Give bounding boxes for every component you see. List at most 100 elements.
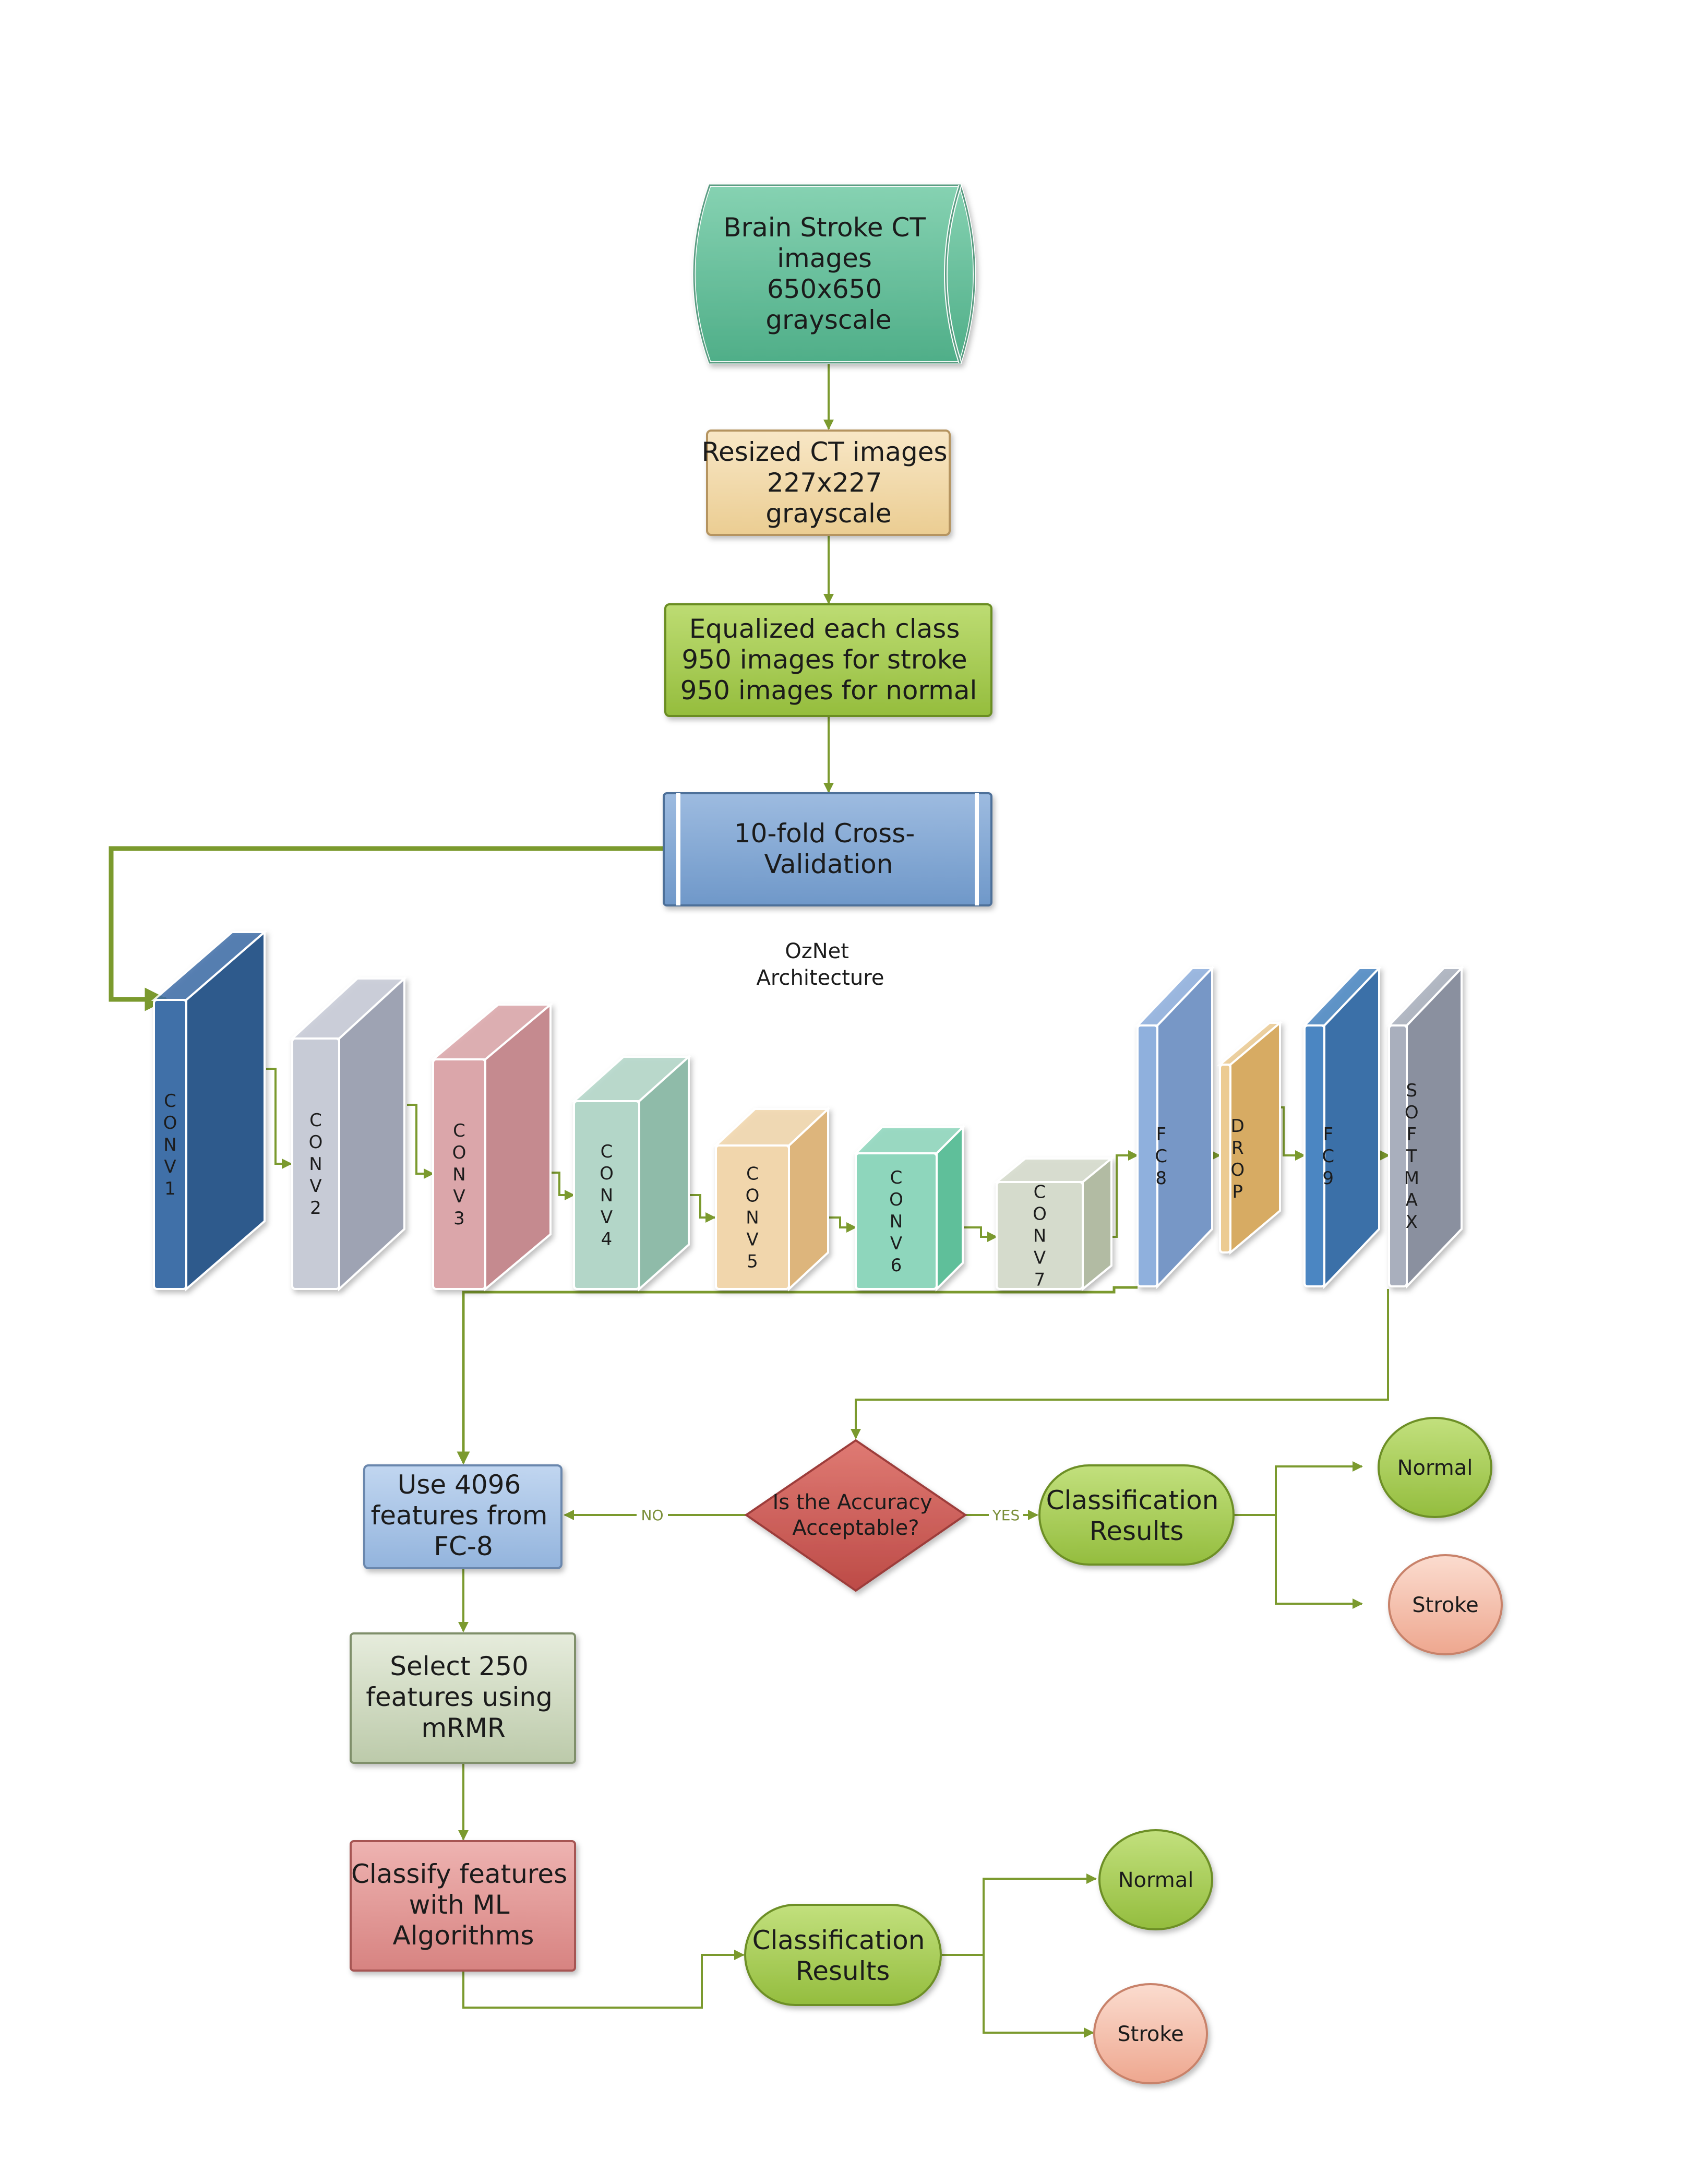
edge-classify-results — [462, 1950, 745, 2009]
layer-conv4-letter: O — [600, 1163, 614, 1184]
no-label: NO — [641, 1507, 664, 1524]
layer-conv1-letter: N — [163, 1135, 176, 1155]
node-normal-bottom — [1098, 1829, 1213, 1930]
layer-conv7-front — [996, 1181, 1084, 1290]
layer-fc8-letter: C — [1155, 1146, 1167, 1167]
edge-conv2-conv3 — [407, 1104, 434, 1179]
layer-conv6-letter: N — [890, 1211, 903, 1232]
layer-conv2-front — [291, 1037, 340, 1290]
layer-conv5-letter: O — [746, 1186, 760, 1207]
layer-conv3-letter: 3 — [453, 1208, 465, 1229]
edge-cv-conv1 — [109, 846, 664, 1011]
edge-fc8-use-features — [457, 1286, 1138, 1465]
node-input — [692, 184, 976, 364]
node-resize-text: Resized CT images 227x227 grayscale — [702, 437, 956, 529]
layer-drop-letter: P — [1232, 1181, 1243, 1202]
node-use-features-text: Use 4096 features from FC-8 — [371, 1470, 556, 1561]
layer-fc8-front — [1136, 1024, 1158, 1287]
node-normal-top — [1378, 1417, 1492, 1518]
node-stroke-bottom — [1093, 1983, 1208, 2084]
node-results-bottom-text: Classification Results — [752, 1925, 934, 1986]
layer-conv5-front — [715, 1144, 790, 1290]
layer-conv3-letter: V — [453, 1186, 465, 1207]
node-results-top — [1038, 1464, 1235, 1566]
layer-fc8: FC8 — [1135, 965, 1215, 1289]
node-stroke-bottom-text: Stroke — [1117, 2022, 1183, 2046]
layer-conv5-letter: C — [746, 1164, 759, 1185]
node-classify-text: Classify features with ML Algorithms — [351, 1859, 576, 1951]
layer-conv1-letter: 1 — [164, 1178, 176, 1199]
layer-drop-letter: R — [1231, 1138, 1244, 1159]
node-decision — [744, 1439, 967, 1592]
layer-drop-front — [1219, 1064, 1231, 1254]
node-resize — [706, 429, 951, 536]
layer-softmax-letter: X — [1406, 1212, 1418, 1233]
layer-conv3-letter: N — [452, 1164, 465, 1185]
oznet-layers: CONV1CONV2CONV3CONV4CONV5CONV6CONV7FC8DR… — [151, 929, 1464, 1292]
layer-conv4-letter: N — [600, 1185, 613, 1206]
layer-conv7-letter: N — [1033, 1226, 1046, 1247]
layer-fc9-letter: F — [1323, 1124, 1333, 1145]
layer-softmax-letter: F — [1406, 1124, 1417, 1145]
node-normal-bottom-text: Normal — [1118, 1868, 1194, 1892]
node-normal-top-text: Normal — [1397, 1456, 1473, 1480]
layer-conv6-letter: 6 — [891, 1255, 902, 1276]
layer-conv4-letter: 4 — [601, 1229, 613, 1250]
node-equalize — [664, 603, 992, 717]
layer-drop-letter: O — [1230, 1160, 1245, 1180]
layer-fc9-letter: 9 — [1322, 1168, 1334, 1189]
edge-softmax-decision — [851, 1289, 1389, 1439]
layer-conv5-letter: V — [746, 1230, 758, 1250]
layer-conv7-letter: C — [1034, 1182, 1046, 1203]
layer-conv1-letter: V — [164, 1156, 176, 1177]
edge-results-normal-top — [1234, 1461, 1363, 1516]
layer-conv1-front — [153, 999, 187, 1290]
layer-fc9-front — [1303, 1024, 1325, 1287]
layer-conv6-letter: C — [890, 1167, 903, 1188]
layer-fc8-letter: F — [1156, 1124, 1166, 1145]
layer-conv5-letter: N — [746, 1208, 759, 1228]
layer-conv1-letter: O — [163, 1113, 177, 1133]
layer-conv6-letter: O — [889, 1189, 903, 1210]
node-results-bottom — [744, 1904, 942, 2006]
layer-softmax-letter: O — [1405, 1102, 1419, 1123]
layer-softmax-letter: M — [1404, 1168, 1419, 1189]
layer-softmax-front — [1388, 1024, 1408, 1287]
yes-label: YES — [992, 1507, 1020, 1524]
layer-conv2-letter: 2 — [310, 1198, 321, 1219]
layer-fc8-letter: 8 — [1155, 1168, 1167, 1189]
layer-conv6-front — [855, 1152, 938, 1290]
layer-conv5-letter: 5 — [747, 1251, 758, 1272]
node-classify — [350, 1840, 576, 1972]
layer-conv6-side — [936, 1125, 964, 1292]
architecture-label: OzNet Architecture — [757, 939, 884, 990]
edge-results-stroke-top — [1275, 1515, 1363, 1609]
node-stroke-top — [1388, 1554, 1503, 1655]
node-select — [350, 1632, 576, 1764]
node-equalize-text: Equalized each class 950 images for stro… — [680, 614, 977, 706]
layer-conv3-letter: C — [453, 1120, 465, 1141]
node-cv-text: 10-fold Cross- Validation — [734, 818, 923, 879]
layer-softmax-letter: A — [1406, 1190, 1418, 1211]
node-stroke-top-text: Stroke — [1412, 1593, 1478, 1617]
layer-fc9: FC9 — [1302, 965, 1382, 1289]
edge-conv7-fc8 — [1109, 1150, 1139, 1238]
edge-results-normal-bottom — [942, 1873, 1097, 1956]
node-input-text: Brain Stroke CT images 650x650 grayscale — [723, 212, 934, 335]
layer-conv6-letter: V — [890, 1233, 902, 1254]
node-select-text: Select 250 features using mRMR — [366, 1651, 560, 1743]
edge-conv1-conv2 — [266, 1068, 292, 1169]
layer-softmax-letter: S — [1406, 1080, 1417, 1101]
layer-conv7-letter: 7 — [1034, 1270, 1046, 1291]
layer-conv7-letter: V — [1034, 1248, 1046, 1269]
node-decision-text: Is the Accuracy Acceptable? — [772, 1490, 939, 1540]
layer-conv4-letter: V — [601, 1207, 613, 1228]
layer-conv3-letter: O — [452, 1142, 466, 1163]
